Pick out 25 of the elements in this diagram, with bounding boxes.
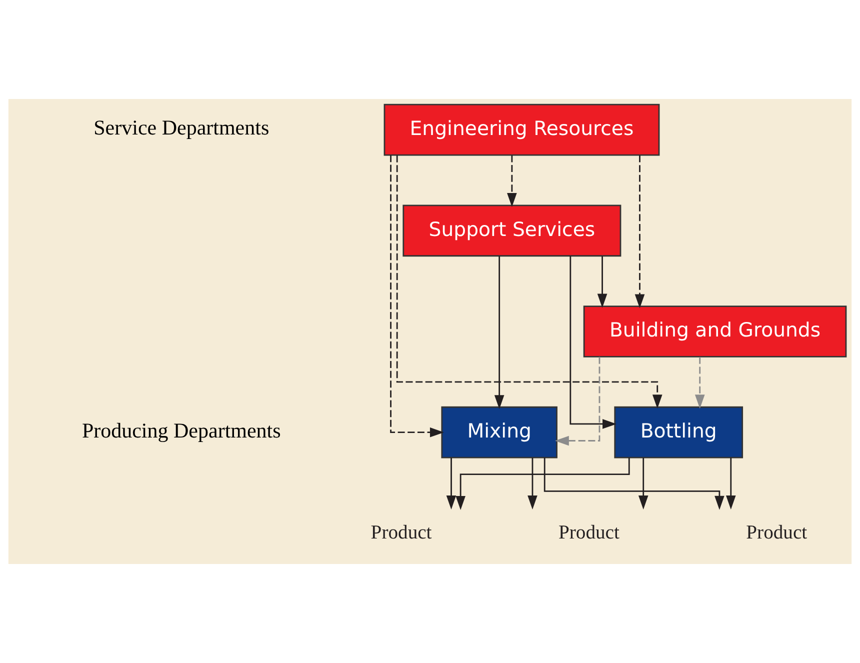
node-text: Product [558,522,620,544]
arrow [507,155,517,207]
node-text: Product [746,522,808,544]
arrow [494,256,504,410]
arrow [597,256,608,308]
arrow [528,458,538,510]
node-box: Support Services [402,204,622,257]
label: Producing Departments [82,418,281,442]
arrow [554,356,600,446]
node-box: Building and Grounds [583,306,847,358]
arrow [638,458,648,510]
arrow [396,155,662,409]
arrow [390,155,444,438]
arrow [570,256,617,429]
arrow [694,356,705,409]
arrow [634,155,645,308]
label: Service Departments [94,116,270,140]
arrow [446,458,456,510]
arrow [726,458,736,510]
node-text: Product [370,522,432,544]
node-box: Bottling [614,406,744,458]
arrow [544,458,724,510]
arrow [456,458,630,510]
node-box: Engineering Resources [384,104,660,156]
node-box: Mixing [441,406,558,458]
